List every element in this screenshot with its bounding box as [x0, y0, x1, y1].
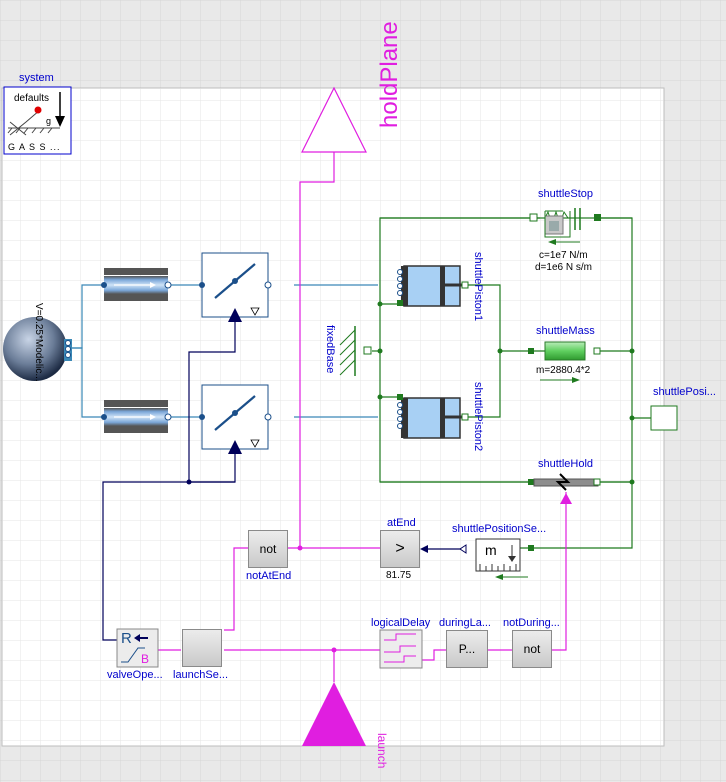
shuttle-stop-param-d: d=1e6 N s/m — [535, 262, 592, 273]
valve-open-label: valveOpe... — [107, 669, 163, 681]
shuttle-position-output[interactable] — [650, 405, 678, 431]
during-launch-block[interactable]: P... — [446, 630, 488, 668]
shuttle-piston-2[interactable] — [397, 394, 469, 439]
tank-component[interactable] — [3, 317, 72, 381]
launch-input[interactable] — [302, 682, 366, 746]
gass-label: G A S S ... — [8, 142, 61, 152]
launch-label: launch — [375, 733, 389, 769]
shuttle-stop-label: shuttleStop — [538, 188, 594, 200]
hold-plane-input[interactable] — [301, 86, 367, 153]
not-at-end-label: notAtEnd — [246, 570, 292, 582]
shuttle-hold[interactable] — [528, 473, 601, 504]
logical-delay-label: logicalDelay — [371, 617, 431, 629]
valve-open-r: R — [121, 630, 132, 647]
shuttle-position-sensor-label: shuttlePositionSe... — [452, 523, 547, 535]
valve-upper[interactable] — [199, 252, 272, 322]
not-during-launch-label: notDuring... — [503, 617, 560, 629]
at-end-block[interactable]: > — [380, 530, 420, 568]
pipe-upper[interactable] — [101, 268, 172, 301]
gravity-label: g — [46, 116, 52, 126]
shuttle-mass-param: m=2880.4*2 — [536, 365, 591, 376]
system-label: system — [19, 72, 54, 84]
shuttle-hold-label: shuttleHold — [538, 458, 594, 470]
valve-lower[interactable] — [199, 384, 272, 454]
shuttle-position-sensor[interactable] — [459, 538, 534, 580]
valve-open-b: B — [141, 652, 150, 666]
not-at-end-block[interactable]: not — [248, 530, 288, 568]
logical-delay-block[interactable] — [379, 629, 423, 669]
during-launch-label: duringLa... — [439, 617, 491, 629]
shuttle-stop[interactable] — [529, 208, 601, 245]
shuttle-piston-1-label: shuttlePiston1 — [472, 252, 484, 322]
defaults-label: defaults — [14, 93, 50, 104]
not-during-launch-block[interactable]: not — [512, 630, 552, 668]
origin-dot — [34, 106, 42, 114]
sensor-letter: m — [485, 542, 497, 558]
shuttle-mass[interactable] — [528, 341, 601, 383]
fixed-base[interactable] — [339, 326, 372, 376]
fixed-base-label: fixedBase — [324, 325, 336, 374]
shuttle-mass-label: shuttleMass — [536, 325, 595, 337]
at-end-threshold: 81.75 — [386, 570, 412, 581]
shuttle-piston-1[interactable] — [397, 265, 469, 307]
tank-label: V=0.25*Modelic... — [33, 303, 44, 382]
shuttle-piston-2-label: shuttlePiston2 — [472, 382, 484, 452]
at-end-label: atEnd — [387, 517, 416, 529]
launch-sequence-label: launchSe... — [173, 669, 229, 681]
shuttle-stop-param-c: c=1e7 N/m — [539, 250, 588, 261]
hold-plane-label: holdPlane — [376, 21, 403, 128]
launch-sequence-block[interactable] — [182, 629, 222, 667]
shuttle-position-output-label: shuttlePosi... — [653, 386, 716, 398]
valve-open-block[interactable] — [116, 628, 159, 668]
system-defaults-block[interactable] — [3, 86, 72, 155]
pipe-lower[interactable] — [101, 400, 172, 433]
